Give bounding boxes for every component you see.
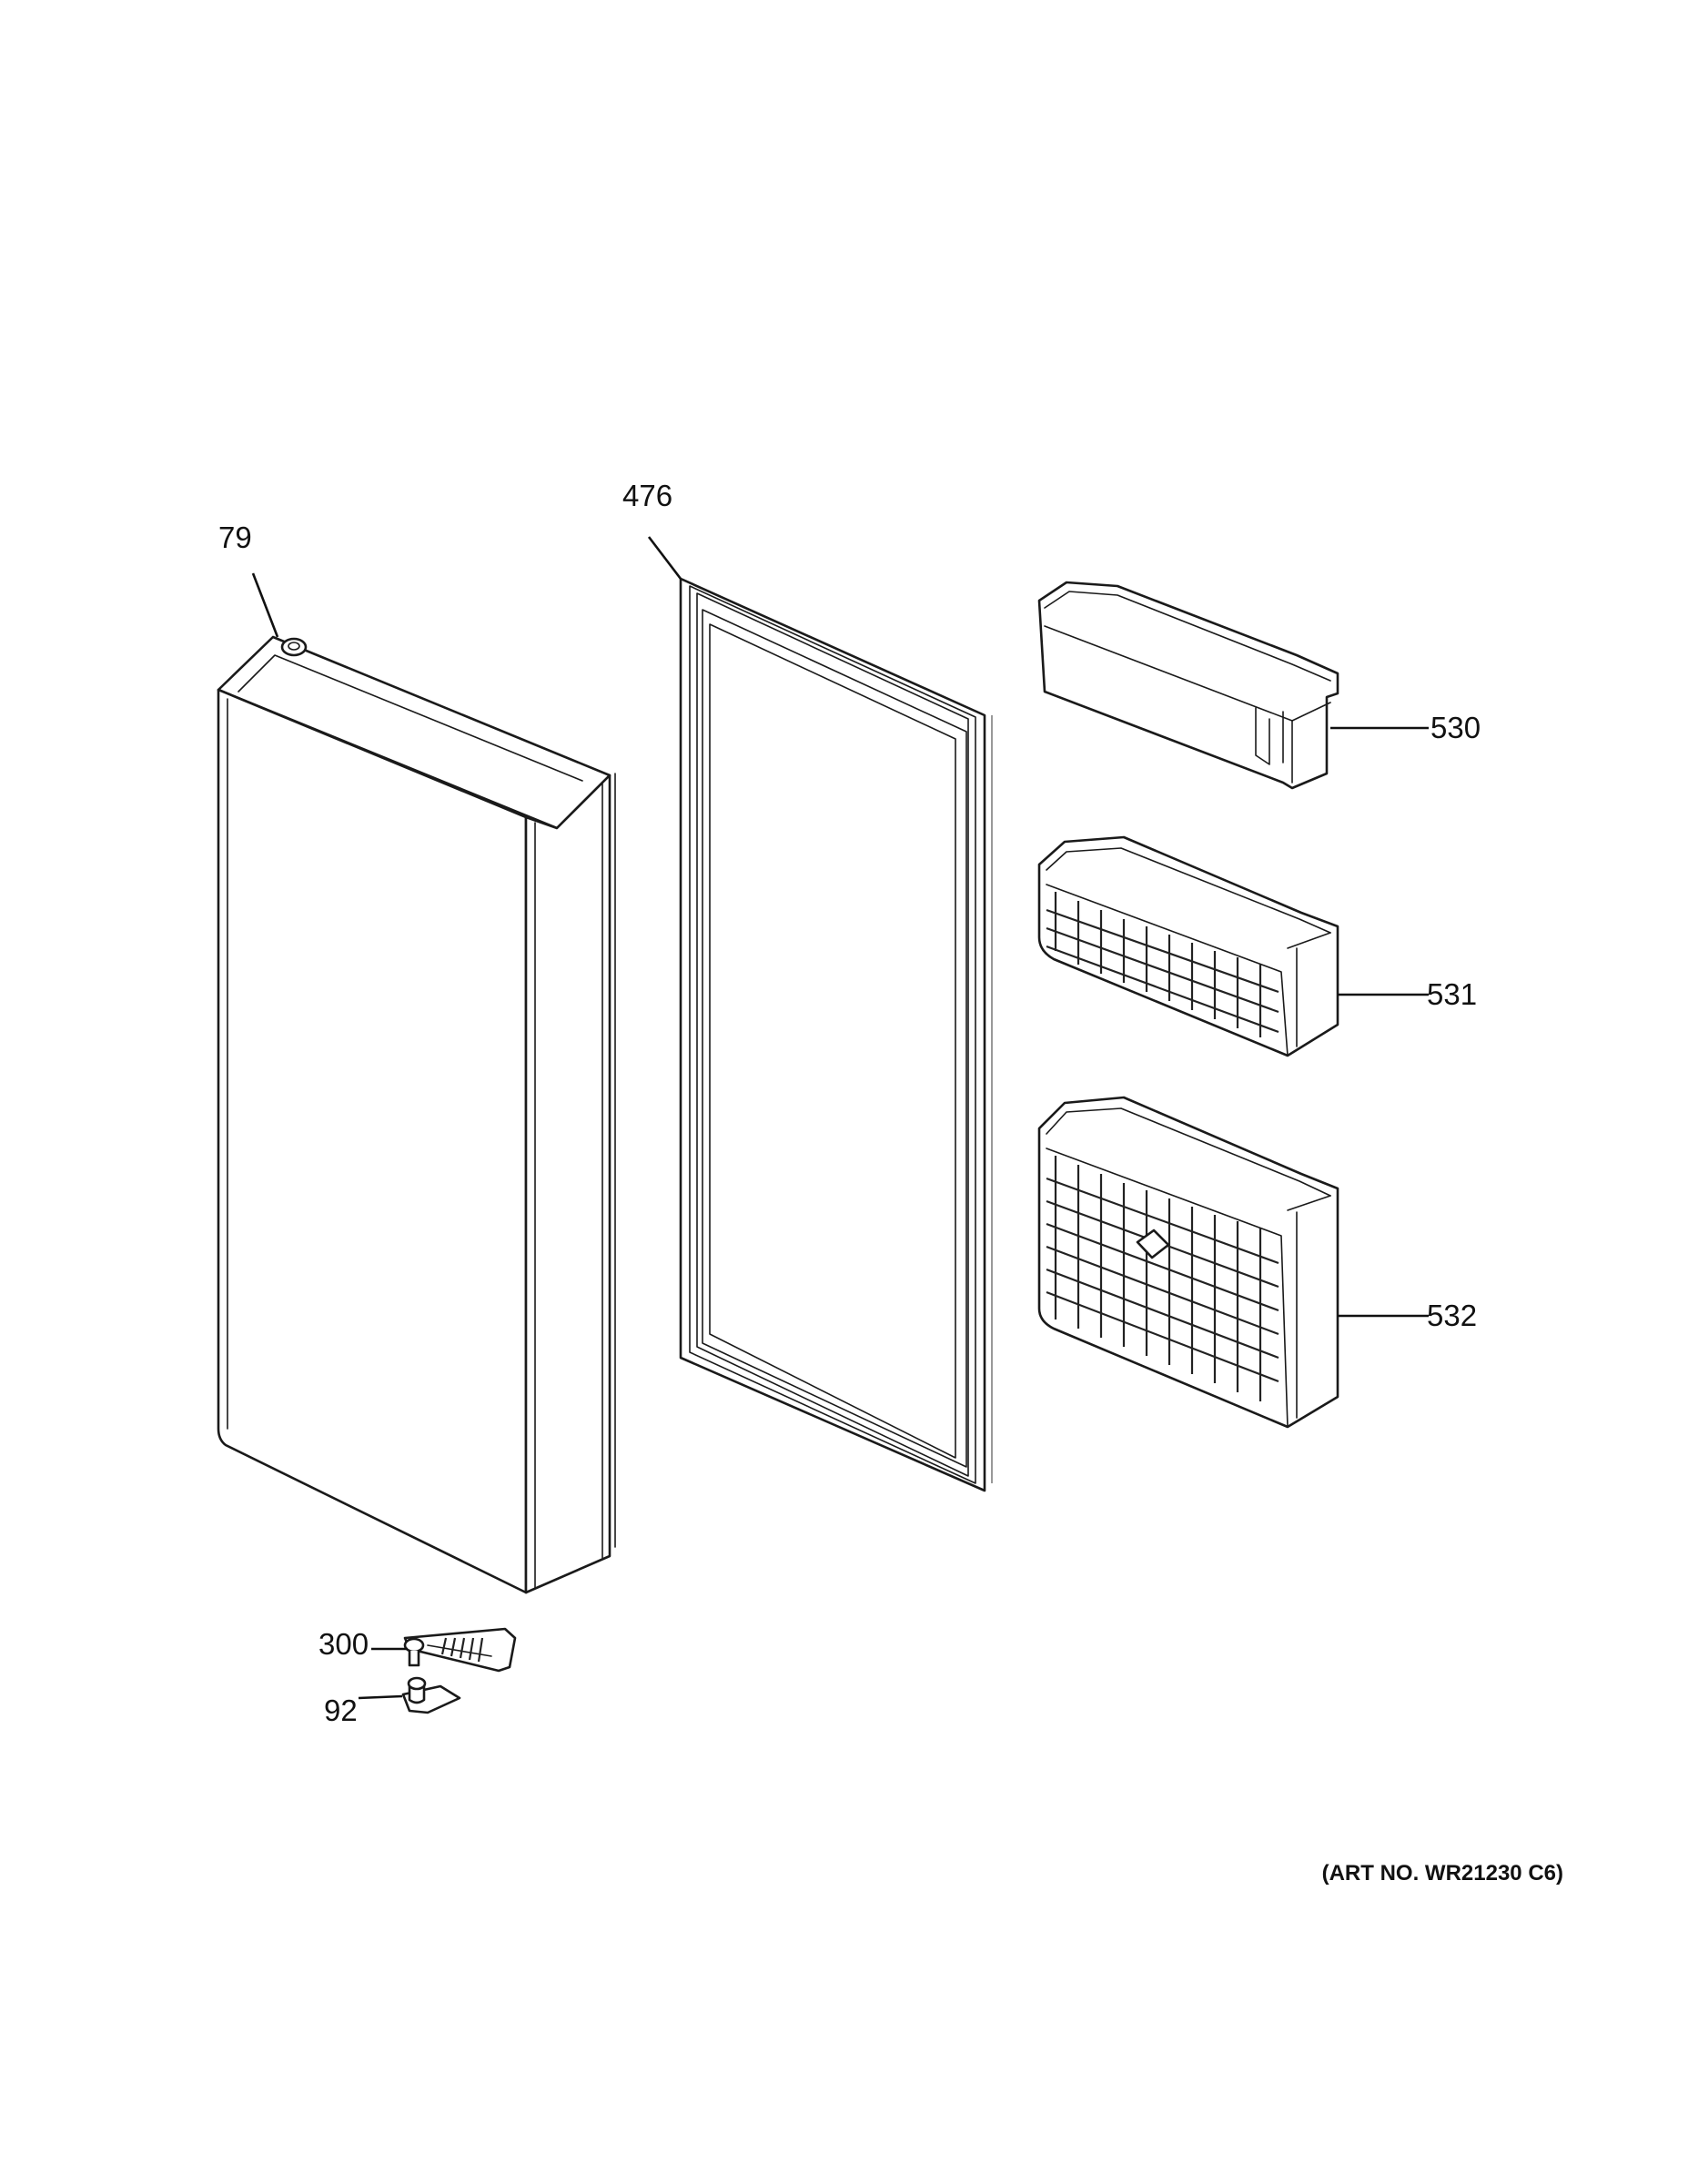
art-number: (ART NO. WR21230 C6) [1322, 1861, 1563, 1886]
callout-530: 530 [1430, 711, 1481, 744]
leader-lines [251, 536, 1429, 1700]
gasket-part [679, 577, 993, 1492]
door-part [217, 635, 616, 1594]
hinge-bracket-part [401, 1676, 461, 1714]
leader-92 [358, 1694, 403, 1700]
leader-476 [647, 536, 682, 580]
leader-79 [251, 572, 279, 638]
bin-medium-part [1037, 835, 1339, 1057]
callout-532: 532 [1427, 1299, 1477, 1332]
hinge-part [403, 1627, 517, 1673]
callout-92: 92 [324, 1694, 358, 1727]
bin-large-part [1037, 1096, 1339, 1429]
callout-531: 531 [1427, 977, 1477, 1011]
bin-small-part [1037, 581, 1339, 790]
callout-79: 79 [218, 521, 252, 554]
callout-476: 476 [622, 479, 672, 512]
callout-300: 300 [318, 1627, 369, 1661]
